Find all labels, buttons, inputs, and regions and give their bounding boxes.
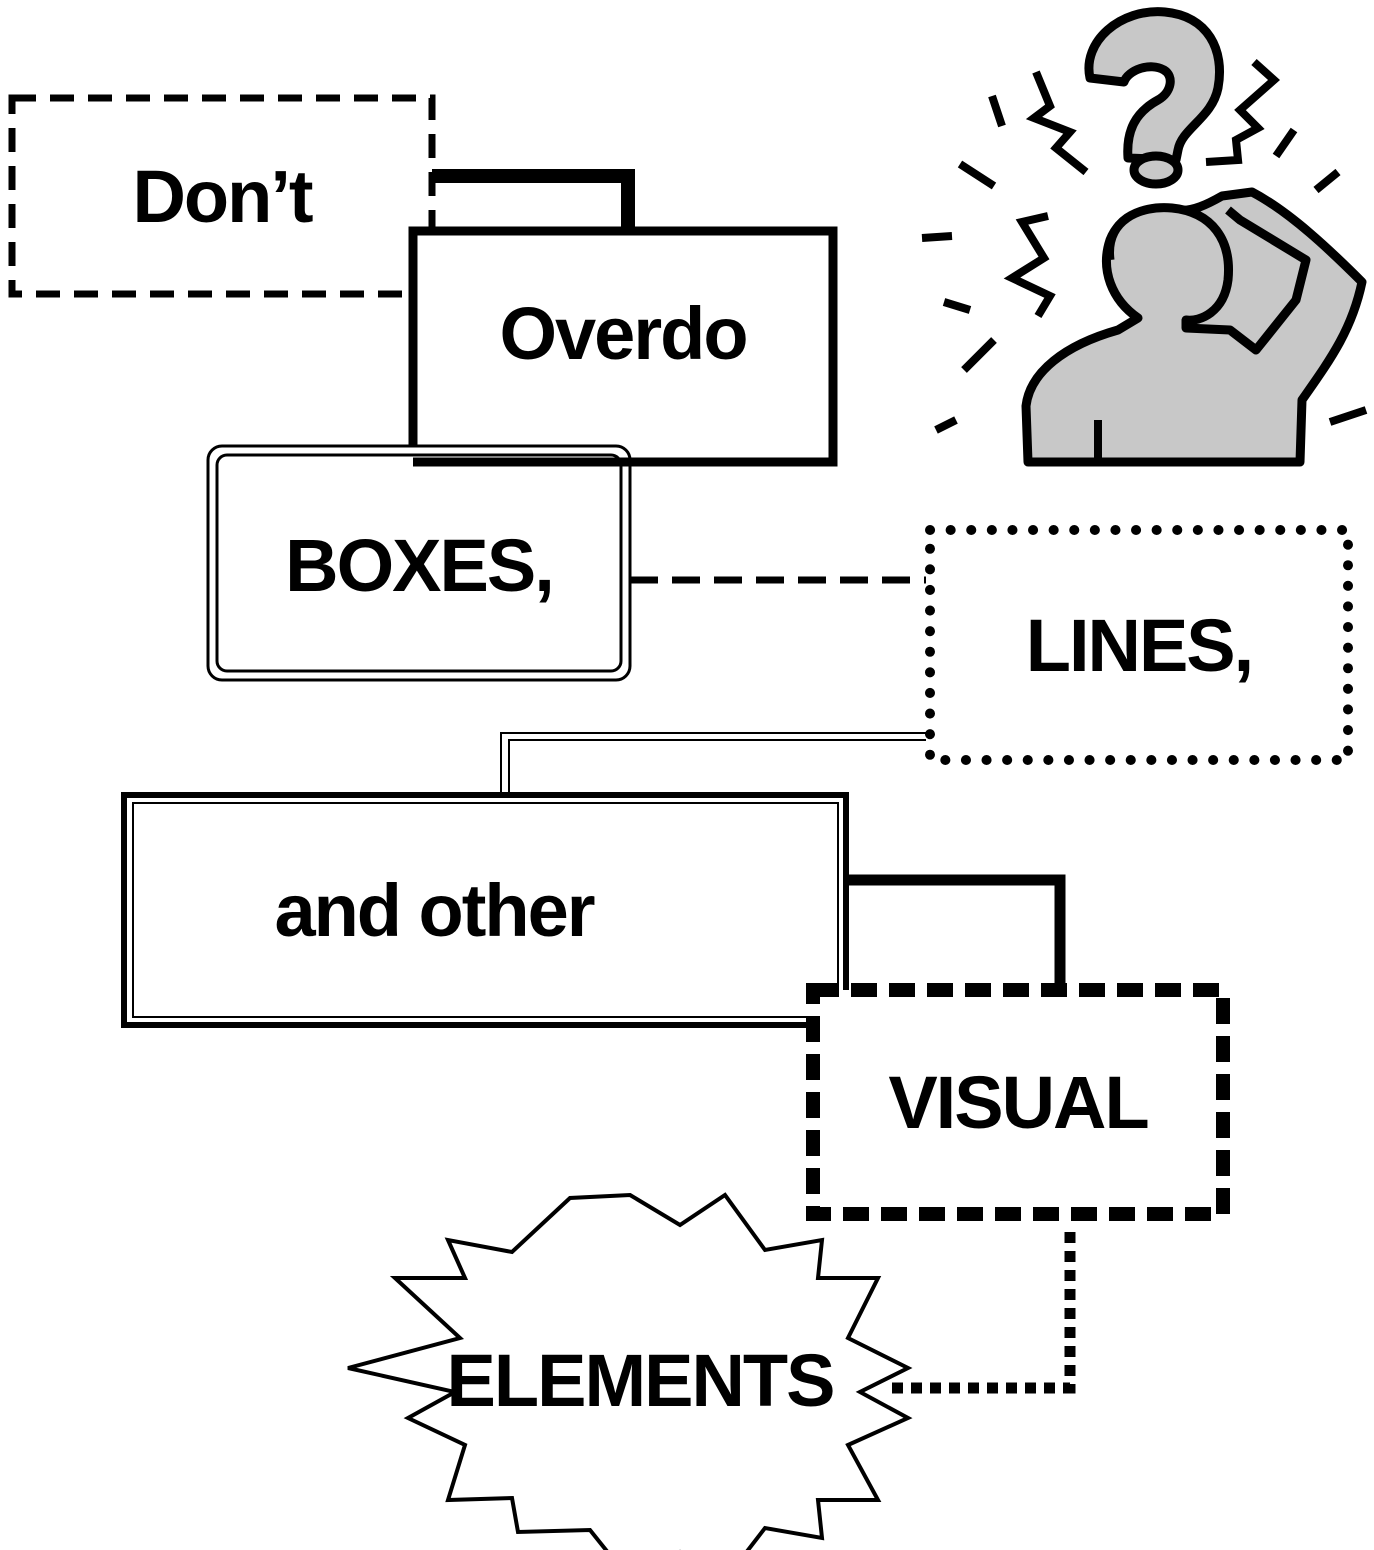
box-visual — [806, 983, 1230, 1221]
zigzag-mark — [1205, 59, 1281, 166]
dash-mark — [1328, 406, 1368, 426]
starburst-elements — [347, 1192, 913, 1550]
zigzag-mark — [1003, 212, 1056, 319]
dash-mark — [1272, 127, 1298, 159]
dash-mark — [957, 160, 997, 190]
box-lines — [925, 525, 1353, 765]
question-mark-icon — [1084, 7, 1224, 165]
box-overdo — [408, 226, 838, 467]
dash-mark — [921, 232, 953, 242]
dash-mark — [1313, 168, 1341, 194]
box-boxes-outer — [206, 444, 632, 682]
connector-lines-other-a — [500, 732, 926, 800]
dash-mark — [942, 298, 972, 314]
box-and-other-outer — [121, 792, 849, 1028]
person-head — [1105, 203, 1311, 355]
connector-other-visual — [846, 874, 1066, 990]
question-dot — [1129, 151, 1183, 189]
label-and-other: and other — [274, 868, 595, 952]
dash-mark — [988, 94, 1006, 128]
zigzag-mark — [1025, 70, 1089, 176]
box-and-other-inner — [132, 802, 839, 1018]
box-dont — [8, 94, 436, 298]
connector-dont-overdo — [432, 169, 635, 230]
dash-mark — [961, 337, 997, 373]
dash-mark — [934, 416, 958, 434]
connector-lines-other-b — [508, 739, 926, 800]
box-boxes-inner — [215, 453, 623, 673]
confused-person-icon — [921, 7, 1368, 467]
label-boxes: BOXES, — [285, 523, 555, 607]
connector-visual-elements — [888, 1232, 1076, 1394]
label-overdo: Overdo — [499, 292, 748, 375]
label-lines: LINES, — [1025, 603, 1254, 687]
label-elements: ELEMENTS — [446, 1338, 836, 1422]
label-dont: Don’t — [132, 154, 313, 238]
label-visual: VISUAL — [888, 1060, 1149, 1144]
